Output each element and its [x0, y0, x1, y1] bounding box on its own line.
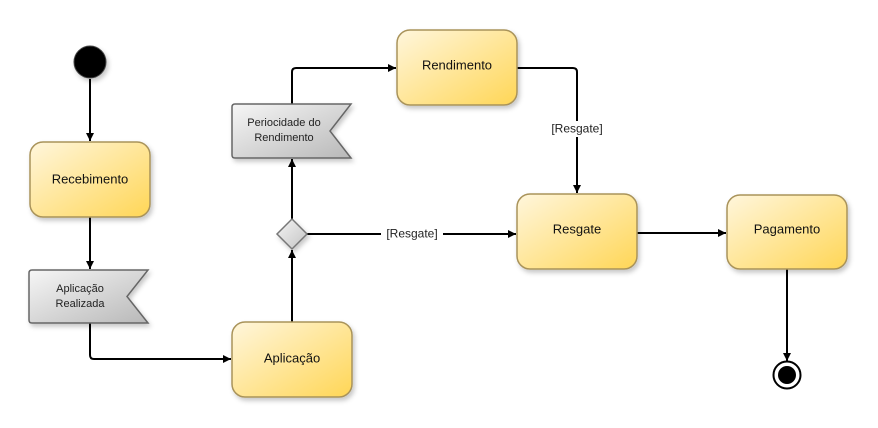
object-label-line-1: Periocidade do [247, 117, 320, 129]
guard-label-decision-resgate: [Resgate] [381, 226, 443, 242]
action-label: Resgate [553, 221, 601, 236]
action-resgate[interactable]: Resgate [516, 193, 638, 270]
object-periocidade-do-rendimento[interactable]: Periocidade do Rendimento [231, 103, 353, 159]
action-label: Pagamento [754, 221, 821, 236]
edges [86, 64, 791, 363]
edge-periodicidade-to-rendimento[interactable] [291, 64, 396, 104]
object-label-line-2: Realizada [56, 298, 106, 310]
object-label-line-1: Aplicação [56, 283, 104, 295]
action-label: Rendimento [422, 57, 492, 72]
edge-rendimento-to-resgate[interactable] [517, 67, 581, 193]
action-recebimento[interactable]: Recebimento [29, 141, 151, 218]
action-pagamento[interactable]: Pagamento [726, 194, 848, 270]
action-rendimento[interactable]: Rendimento [396, 29, 518, 106]
guard-text: [Resgate] [551, 122, 602, 136]
action-label: Aplicação [264, 350, 320, 365]
final-node[interactable] [772, 360, 802, 390]
object-label-line-2: Rendimento [254, 132, 313, 144]
object-aplicacao-realizada[interactable]: Aplicação Realizada [28, 269, 150, 324]
edge-aplicacao-realizada-to-aplicacao[interactable] [89, 323, 231, 363]
initial-node[interactable] [73, 45, 107, 79]
guard-text: [Resgate] [386, 227, 437, 241]
decision-node[interactable] [275, 217, 309, 251]
action-label: Recebimento [52, 171, 129, 186]
guard-label-rendimento-resgate: [Resgate] [546, 121, 608, 137]
action-aplicacao[interactable]: Aplicação [231, 321, 353, 398]
